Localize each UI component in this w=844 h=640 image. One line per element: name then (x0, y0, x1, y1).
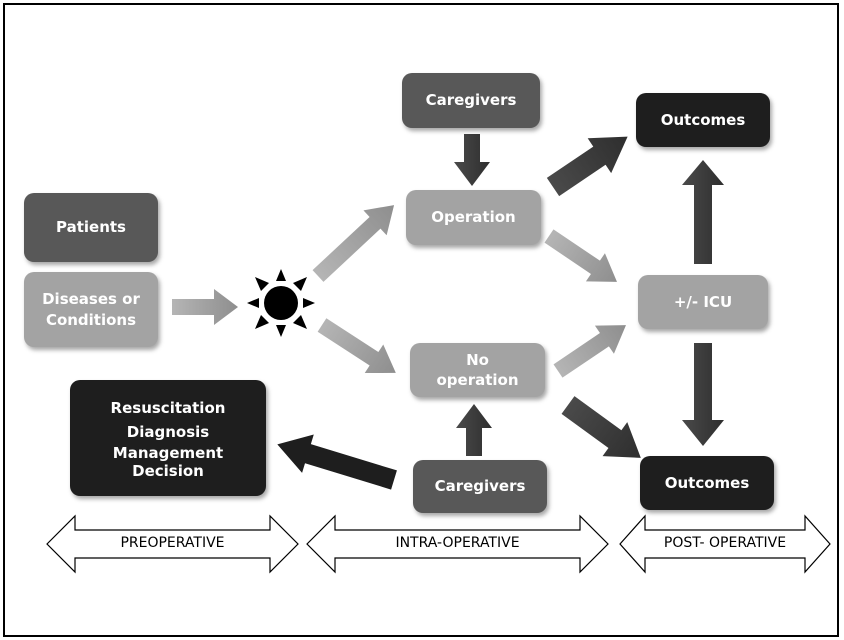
sun-event-icon (247, 269, 315, 337)
arrow-icu-to-outcomes-top (682, 160, 724, 264)
phase-label-preoperative: PREOPERATIVE (120, 535, 225, 551)
patients-label: Patients (56, 218, 126, 237)
caregivers-top-box: Caregivers (402, 73, 540, 128)
patients-box: Patients (24, 193, 158, 262)
icu-label: +/- ICU (673, 292, 733, 311)
outcomes-top-label: Outcomes (660, 110, 746, 129)
management-box: Resuscitation Diagnosis Management Decis… (70, 380, 266, 496)
phase-label-postoperative: POST- OPERATIVE (663, 535, 787, 551)
outcomes-top-box: Outcomes (636, 93, 770, 147)
arrow-icu-to-outcomes-bottom (682, 343, 724, 446)
arrow-diseases-to-event (172, 289, 238, 325)
arrow-caregivers-to-operation (454, 134, 490, 186)
arrow-operation-to-outcomes (546, 136, 628, 197)
outcomes-bottom-label: Outcomes (664, 473, 750, 492)
operation-label: Operation (431, 208, 516, 227)
caregivers-top-label: Caregivers (425, 91, 517, 110)
diseases-label-line1: Diseases or (42, 290, 140, 309)
diseases-box: Diseases or Conditions (24, 272, 158, 347)
operation-box: Operation (406, 190, 541, 245)
arrow-caregivers-to-management (277, 434, 397, 490)
arrow-event-to-operation (312, 205, 395, 282)
arrow-no-operation-to-outcomes (561, 396, 641, 458)
management-label-line2: Decision (132, 462, 204, 480)
diagram-frame (3, 3, 839, 637)
icu-box: +/- ICU (638, 275, 768, 329)
caregivers-bottom-box: Caregivers (413, 460, 547, 513)
arrow-caregivers-to-no-operation (456, 404, 492, 456)
caregivers-bottom-label: Caregivers (434, 477, 526, 496)
no-operation-label-line1: No (466, 350, 489, 369)
phase-arrow-intraoperative (306, 514, 609, 574)
outcomes-bottom-box: Outcomes (640, 456, 774, 510)
diseases-label-line2: Conditions (45, 310, 137, 329)
phase-arrow-postoperative (619, 514, 831, 574)
diagnosis-label: Diagnosis (126, 423, 210, 441)
arrow-event-to-no-operation (317, 318, 396, 374)
no-operation-box: No operation (410, 343, 545, 397)
arrow-no-operation-to-icu (553, 325, 626, 378)
arrow-operation-to-icu (544, 229, 617, 282)
resuscitation-label: Resuscitation (110, 399, 226, 417)
management-label-line1: Management (112, 444, 224, 462)
phase-label-intraoperative: INTRA-OPERATIVE (395, 535, 520, 551)
no-operation-label-line2: operation (436, 371, 519, 389)
phase-arrow-preoperative (46, 514, 299, 574)
